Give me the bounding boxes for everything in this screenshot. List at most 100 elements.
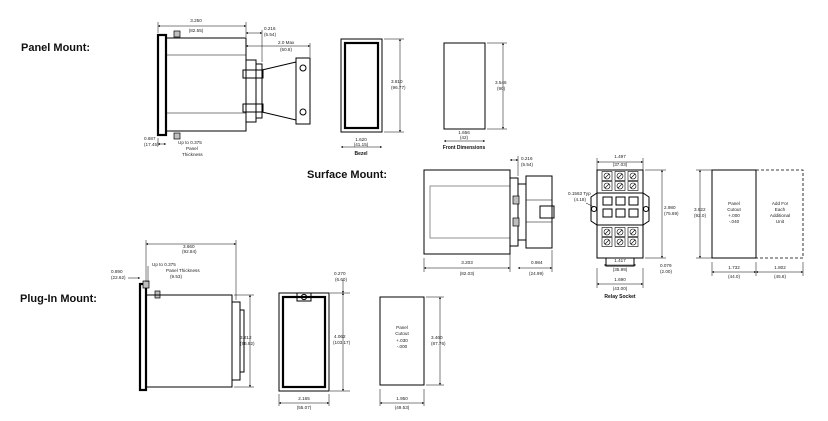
dim-frame-0270: 0.270 [334, 271, 346, 276]
plugin-panel-cutout: Panel Cutout +.030 -.000 3.460 (87.76) 1… [379, 296, 446, 410]
socket-terminal [601, 237, 613, 247]
dim-cutout-width: 1.732 [728, 265, 740, 270]
dim-cutout-height-mm: (92.0) [694, 213, 706, 218]
dim-frame-width-mm: (55.07) [297, 405, 312, 410]
cutout-label-3: +.000 [728, 213, 740, 218]
dim-plugin-cutout-width: 1.950 [396, 396, 408, 401]
dim-frame-width: 2.165 [298, 396, 310, 401]
screw-slot [604, 173, 610, 179]
dim-plugin-height-mm: (96.82) [240, 341, 255, 346]
screw-slot [630, 229, 636, 235]
dim-socket-height-mm: (75.69) [664, 211, 679, 216]
dim-plugin-cutout-height-mm: (87.76) [431, 341, 446, 346]
dim-front-width: 1.656 [458, 130, 470, 135]
terminal-screw-icon [616, 238, 624, 246]
plugin-cutout-label-2: Cutout [395, 331, 409, 336]
screw-slot [617, 229, 623, 235]
dim-panel-0216: 0.216 [264, 26, 276, 31]
terminal-screw-icon [629, 228, 637, 236]
screw-slot [617, 239, 623, 245]
terminal-screw-icon [603, 182, 611, 190]
note-panel-thickness-3: Thickness [182, 152, 203, 157]
socket-terminal [601, 181, 613, 191]
terminal-screw-icon [629, 182, 637, 190]
dim-surface-width-mm: (82.03) [460, 271, 475, 276]
add-unit-label-4: Unit [776, 219, 785, 224]
screw-slot [604, 239, 610, 245]
terminal-screw-icon [616, 228, 624, 236]
dim-socket-width-mm: (43.00) [613, 286, 628, 291]
section-title-surface-mount: Surface Mount: [307, 169, 387, 181]
socket-terminal [627, 227, 639, 237]
dim-panel-max: 2.0 Max [278, 40, 295, 45]
screw-slot [617, 183, 623, 189]
dim-surface-0216-mm: (5.54) [521, 162, 533, 167]
dim-socket-top-mm: (37.03) [613, 162, 628, 167]
terminal-screw-icon [616, 172, 624, 180]
socket-terminal [627, 171, 639, 181]
terminal-screw-icon [603, 238, 611, 246]
note-panel-thickness-2: Panel [186, 146, 198, 151]
add-unit-label-3: Additional [770, 213, 790, 218]
screw-slot [630, 183, 636, 189]
socket-terminal [614, 181, 626, 191]
dim-surface-0216: 0.216 [521, 156, 533, 161]
dim-socket-typ: 0.1563 Typ [568, 191, 591, 196]
section-title-plugin-mount: Plug-In Mount: [20, 293, 97, 305]
section-title-panel-mount: Panel Mount: [21, 42, 90, 54]
dim-panel-0687-mm: (17.45) [144, 142, 159, 147]
dim-bezel-height: 3.810 [391, 79, 403, 84]
caption-bezel: Bezel [354, 151, 368, 157]
dim-plugin-width: 3.660 [183, 244, 195, 249]
dim-surface-depth: 0.984 [531, 260, 543, 265]
dim-front-height: 3.546 [495, 80, 507, 85]
add-unit-label-2: Each [775, 207, 786, 212]
dim-cutout-add: 1.802 [774, 265, 786, 270]
surface-mount-side-view: 0.216 (5.54) 3.203 (82.03) 0.984 (24.99) [423, 156, 555, 276]
dim-frame-height: 4.062 [334, 334, 346, 339]
dim-plugin-cutout-height: 3.460 [431, 335, 443, 340]
dim-socket-inner-mm: (35.99) [613, 267, 628, 272]
terminal-screw-icon [629, 172, 637, 180]
dim-bezel-height-mm: (96.77) [391, 85, 406, 90]
dim-surface-width: 3.203 [461, 260, 473, 265]
terminal-screw-icon [629, 238, 637, 246]
dim-plugin-width-mm: (92.84) [182, 249, 197, 254]
dim-socket-typ-mm: (4.18) [574, 197, 586, 202]
panel-mount-side-view [156, 30, 311, 140]
dim-cutout-add-mm: (45.8) [774, 274, 786, 279]
cutout-label-4: -.040 [729, 219, 740, 224]
terminal-screw-icon [616, 182, 624, 190]
plugin-cutout-label-1: Panel [396, 325, 408, 330]
dim-panel-0216-mm: (5.54) [264, 32, 276, 37]
dim-plugin-0890-mm: (22.62) [111, 275, 126, 280]
dim-bezel-width: 1.620 [355, 137, 367, 142]
front-dimensions-view: 3.546 (90) 1.656 (42) Front Dimensions [443, 42, 507, 151]
dim-plugin-height: 3.812 [240, 335, 252, 340]
dim-panel-max-mm: (50.8) [280, 47, 292, 52]
caption-relay-socket: Relay Socket [604, 294, 635, 300]
dim-bezel-width-mm: (41.15) [354, 142, 369, 147]
cutout-label-1: Panel [728, 201, 740, 206]
dim-panel-width: 3.250 [190, 18, 202, 23]
dim-socket-0079-mm: (2.00) [660, 269, 672, 274]
screw-slot [630, 239, 636, 245]
socket-terminal [627, 237, 639, 247]
plugin-cutout-label-4: -.000 [397, 344, 408, 349]
socket-terminal [614, 237, 626, 247]
caption-front-dimensions: Front Dimensions [443, 145, 486, 151]
dim-cutout-height: 3.622 [694, 207, 706, 212]
dim-plugin-cutout-width-mm: (49.53) [395, 405, 410, 410]
screw-slot [604, 229, 610, 235]
socket-terminal [614, 171, 626, 181]
screw-slot [617, 173, 623, 179]
add-unit-label-1: Add For [772, 201, 789, 206]
dim-cutout-width-mm: (44.0) [728, 274, 740, 279]
socket-terminal [601, 171, 613, 181]
dim-socket-height: 2.980 [664, 205, 676, 210]
screw-slot [630, 173, 636, 179]
terminal-screw-icon [603, 172, 611, 180]
plugin-cutout-label-3: +.030 [396, 338, 408, 343]
note-panel-thickness-1: Up to 0.375 [178, 140, 202, 145]
